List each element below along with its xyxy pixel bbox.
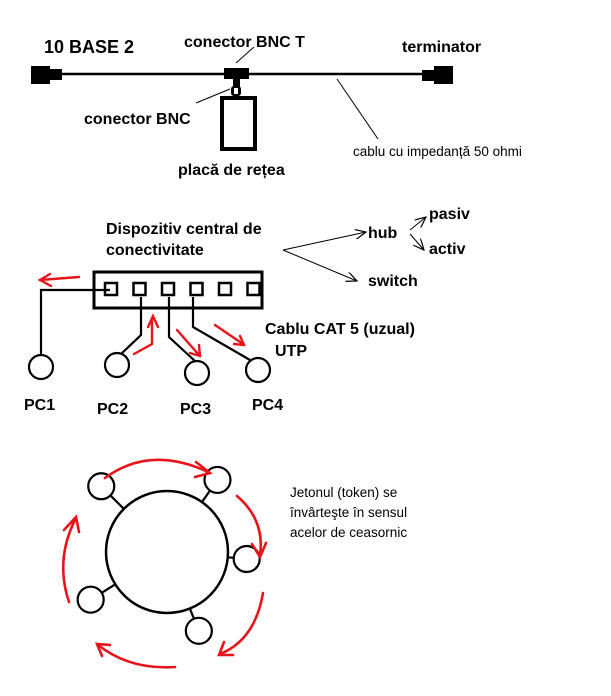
arrow-to-switch xyxy=(282,249,357,281)
t-connector-label: conector BNC T xyxy=(184,34,305,51)
pc4-node xyxy=(244,356,272,384)
ring xyxy=(104,489,230,615)
central-device xyxy=(92,270,264,310)
pc3-node xyxy=(183,359,211,387)
token-arrow-top xyxy=(103,458,213,480)
bnc-t-connector xyxy=(224,68,249,79)
active-label: activ xyxy=(429,241,466,258)
pc3-label: PC3 xyxy=(180,401,211,418)
bus-title: 10 BASE 2 xyxy=(44,37,134,57)
pc2-label: PC2 xyxy=(97,401,128,418)
ring-node xyxy=(87,472,116,501)
ring-node-link xyxy=(188,608,195,620)
ring-node xyxy=(76,585,105,614)
cable-pc2 xyxy=(120,297,143,355)
cable-type-label-line2: UTP xyxy=(275,343,307,360)
switch-label: switch xyxy=(368,273,418,290)
hub-port xyxy=(160,281,176,297)
signal-arrow-up xyxy=(132,313,160,356)
passive-label: pasiv xyxy=(429,206,470,223)
ring-node-link xyxy=(201,489,211,503)
hub-label: hub xyxy=(368,225,398,242)
right-terminator xyxy=(422,66,453,84)
bnc-connector-label: conector BNC xyxy=(84,111,191,128)
central-device-label-line2: conectivitate xyxy=(106,242,204,259)
pc1-node xyxy=(27,353,55,381)
token-note-line3: acelor de ceasornic xyxy=(290,525,407,540)
pc4-label: PC4 xyxy=(252,397,283,414)
arrow-to-active xyxy=(409,233,424,250)
hub-port xyxy=(217,281,233,297)
ring-topology: Jetonul (token) se învârteşte în sensul … xyxy=(61,458,407,669)
cable-pc1 xyxy=(39,288,110,355)
token-arrow-bottom xyxy=(94,642,177,669)
ring-node-link xyxy=(109,494,125,510)
pc2-node xyxy=(103,351,131,379)
pc1-label: PC1 xyxy=(24,397,55,414)
signal-arrow-pc4 xyxy=(213,323,246,347)
token-note-line1: Jetonul (token) se xyxy=(290,485,397,500)
ring-node-link xyxy=(101,583,116,594)
token-arrow-right-upper xyxy=(235,494,268,560)
cable-type-label-line1: Cablu CAT 5 (uzual) xyxy=(265,321,415,338)
signal-arrow-left xyxy=(37,272,81,288)
bnc-connector-pointer xyxy=(195,88,231,104)
cable-pc3 xyxy=(167,297,197,363)
cable-pointer xyxy=(336,78,379,140)
ring-node xyxy=(184,616,213,645)
bnc-connector xyxy=(231,78,241,96)
signal-arrows xyxy=(37,272,246,358)
network-card xyxy=(220,96,257,151)
hub-port xyxy=(189,281,204,297)
hub-port xyxy=(132,281,147,297)
arrow-to-passive xyxy=(409,217,426,231)
central-device-label-line1: Dispozitiv central de xyxy=(106,221,262,238)
network-card-label: placă de rețea xyxy=(178,162,285,179)
token-note-line2: învârteşte în sensul xyxy=(289,505,407,520)
cable-impedance-label: cablu cu impedanță 50 ohmi xyxy=(353,144,522,159)
left-terminator xyxy=(31,66,62,84)
terminator-label: terminator xyxy=(402,39,481,56)
port-group xyxy=(103,281,261,297)
star-topology: Dispozitiv central de conectivitate hub … xyxy=(24,206,470,418)
signal-arrow-pc3 xyxy=(175,328,202,358)
token-arrow-left xyxy=(61,514,81,604)
hub-port xyxy=(246,281,261,297)
arrow-to-hub xyxy=(282,232,366,251)
t-connector-pointer xyxy=(235,46,255,64)
token-arrows xyxy=(61,458,268,669)
ring-node-group xyxy=(76,465,261,645)
bus-topology: 10 BASE 2 conector BNC T terminator cone… xyxy=(31,34,522,179)
cable-pc4 xyxy=(191,297,251,361)
token-arrow-right-lower xyxy=(217,591,265,657)
